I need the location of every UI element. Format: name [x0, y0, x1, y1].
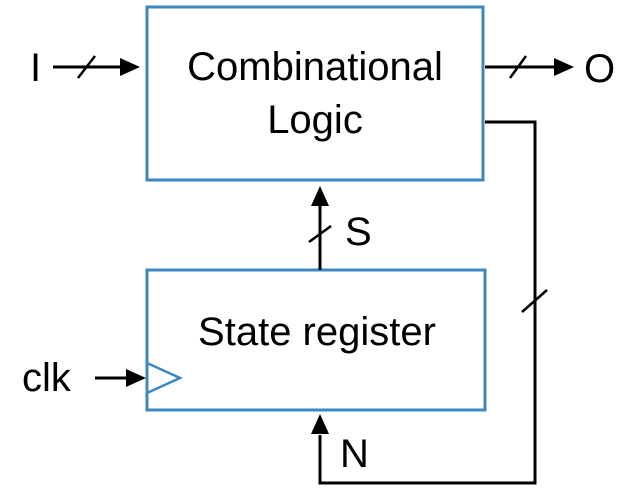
state-label-S: S — [345, 210, 372, 254]
input-label-I: I — [30, 46, 41, 90]
combinational-logic-label-line1: Combinational — [187, 45, 443, 89]
input-bus-slash — [77, 55, 96, 79]
clock-arrow — [95, 369, 146, 387]
state-register-box — [145, 268, 487, 412]
next-state-bus-slash — [521, 289, 548, 313]
output-label-O: O — [584, 47, 615, 91]
output-bus-arrow — [485, 55, 574, 79]
state-bus-arrow — [308, 186, 332, 270]
clock-input-triangle-icon — [146, 361, 184, 395]
output-bus-slash — [508, 55, 528, 79]
state-bus-slash — [308, 224, 332, 244]
combinational-logic-label-line2: Logic — [267, 98, 363, 142]
state-register-label: State register — [198, 310, 436, 354]
input-bus-arrow — [53, 55, 140, 79]
next-state-label-N: N — [340, 432, 369, 476]
combinational-logic-box — [145, 5, 485, 182]
next-state-feedback-wire — [311, 120, 548, 485]
clock-label-clk: clk — [22, 356, 72, 400]
